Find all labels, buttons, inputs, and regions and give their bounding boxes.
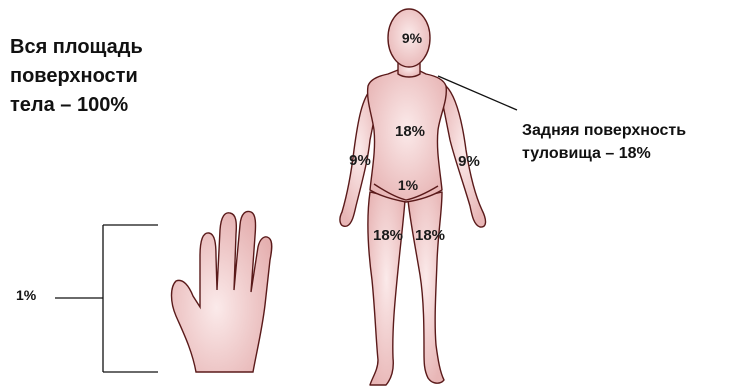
left-arm-percent-label: 9% — [349, 152, 371, 169]
head-percent-label: 9% — [402, 30, 423, 46]
right-arm-percent-label: 9% — [458, 153, 480, 170]
right-leg — [408, 192, 444, 383]
hand-illustration — [172, 211, 272, 372]
callout-line-1: Задняя поверхность — [522, 119, 732, 142]
title-line-3: тела – 100% — [10, 91, 210, 120]
right-leg-percent-label: 18% — [415, 227, 445, 244]
title-line-2: поверхности — [10, 62, 210, 91]
groin-percent-label: 1% — [398, 177, 419, 193]
callout-line-2: туловища – 18% — [522, 142, 732, 165]
hand-percent-label: 1% — [16, 287, 36, 303]
trunk-percent-label: 18% — [395, 123, 425, 140]
hand-bracket — [55, 225, 158, 372]
back-trunk-callout: Задняя поверхность туловища – 18% — [522, 119, 732, 165]
left-leg — [368, 192, 405, 385]
body-figure — [340, 9, 486, 385]
total-area-title: Вся площадь поверхности тела – 100% — [10, 33, 210, 120]
title-line-1: Вся площадь — [10, 33, 210, 62]
left-leg-percent-label: 18% — [373, 227, 403, 244]
